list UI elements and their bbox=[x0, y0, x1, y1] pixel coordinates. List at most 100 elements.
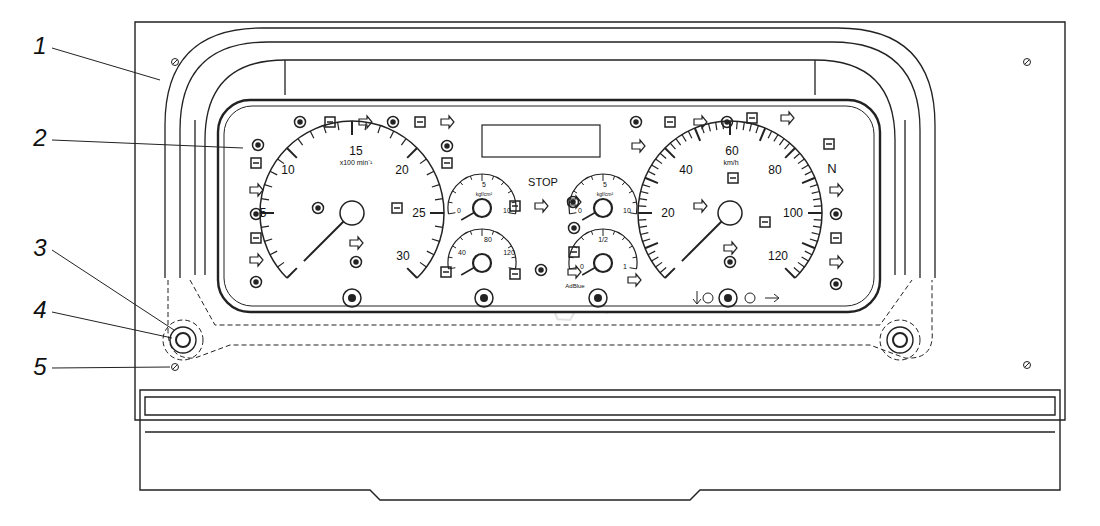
dashed-bezel bbox=[163, 280, 932, 360]
warning-lamp-icon bbox=[313, 203, 324, 214]
hole bbox=[172, 59, 179, 66]
leader-line bbox=[52, 250, 174, 330]
warning-lamp-icon bbox=[359, 116, 372, 128]
warning-lamp-icon bbox=[388, 117, 399, 128]
dial-label: x100 min⁻¹ bbox=[340, 159, 373, 166]
warning-lamp-icon bbox=[725, 257, 736, 268]
reset-knob-center bbox=[594, 294, 602, 302]
warning-lamp-icon bbox=[724, 242, 737, 254]
warning-lamp-icon bbox=[295, 117, 306, 128]
warning-lamp-icon bbox=[510, 269, 520, 279]
hole bbox=[1024, 362, 1031, 369]
warning-lamp-icon bbox=[824, 139, 834, 149]
dial-label: 5 bbox=[482, 181, 486, 188]
arrow-symbol bbox=[693, 291, 779, 304]
warning-lamp-icon bbox=[251, 233, 261, 243]
warning-lamp-icon bbox=[632, 140, 645, 152]
reset-knob-center bbox=[480, 294, 488, 302]
hole-slot bbox=[173, 365, 177, 369]
dial-label: 5 bbox=[260, 207, 267, 219]
dial-label: 0 bbox=[457, 207, 461, 214]
warning-lamp-icon bbox=[628, 274, 641, 286]
tachometer-dial bbox=[260, 121, 444, 278]
dial-label: 5 bbox=[603, 181, 607, 188]
warning-lamp-icon bbox=[253, 140, 264, 151]
warning-lamp-icon bbox=[831, 209, 842, 220]
dial-label: 25 bbox=[412, 207, 425, 219]
dial-label: 120 bbox=[503, 249, 515, 256]
speedometer-dial bbox=[638, 121, 822, 278]
warning-lamp-icon bbox=[415, 117, 425, 127]
mounting-screw bbox=[887, 327, 913, 353]
warning-lamp-icon bbox=[569, 247, 579, 257]
dial-label: 0 bbox=[578, 207, 582, 214]
dial-label: 80 bbox=[768, 164, 781, 176]
warning-lamp-icon bbox=[350, 237, 363, 249]
dial-label: km/h bbox=[723, 159, 738, 166]
warning-lamp-icon bbox=[536, 265, 547, 276]
warning-lamp-icon bbox=[442, 141, 453, 152]
dial-label: N bbox=[827, 162, 836, 175]
cluster-face bbox=[218, 100, 880, 312]
callout-number: 1 bbox=[33, 34, 46, 58]
warning-lamp-icon bbox=[569, 223, 580, 234]
dial-label: kgf/cm² bbox=[476, 192, 492, 197]
warning-lamp-icon bbox=[568, 197, 579, 208]
dial-label: 60 bbox=[725, 145, 738, 157]
hole-slot bbox=[1025, 363, 1029, 367]
cluster-face-inner bbox=[224, 106, 874, 306]
mounting-screw-head bbox=[176, 333, 190, 347]
hole-slot bbox=[173, 60, 177, 64]
dial-label: 20 bbox=[661, 207, 674, 219]
hole bbox=[1024, 59, 1031, 66]
dial-label: 10 bbox=[281, 164, 294, 176]
dial-label: 120 bbox=[768, 250, 788, 262]
leader-line bbox=[52, 367, 170, 368]
reset-knob-center bbox=[348, 294, 356, 302]
display-window bbox=[482, 125, 600, 157]
dial-label: 1 bbox=[623, 263, 627, 270]
warning-lamp-icon bbox=[325, 117, 335, 127]
reset-knob bbox=[719, 289, 737, 307]
leader-line bbox=[52, 312, 172, 338]
dial-label: 15 bbox=[349, 145, 362, 157]
mounting-screw bbox=[170, 327, 196, 353]
warning-lamp-icon bbox=[442, 158, 452, 168]
warning-lamp-icon bbox=[568, 266, 581, 278]
hole-slot bbox=[1025, 60, 1029, 64]
warning-lamp-icon bbox=[441, 116, 454, 128]
reset-knob-center bbox=[724, 294, 732, 302]
warning-lamp-icon bbox=[694, 200, 707, 212]
dial-label: 30 bbox=[396, 250, 409, 262]
dial-label: 40 bbox=[679, 164, 692, 176]
dial-label: 100 bbox=[783, 207, 803, 219]
dial-label: 80 bbox=[484, 236, 492, 243]
dial-label: AdBlue bbox=[565, 283, 584, 289]
warning-lamp-icon bbox=[631, 117, 642, 128]
reset-knob bbox=[475, 289, 493, 307]
warning-lamp-icon bbox=[250, 184, 263, 196]
indicator-ring bbox=[703, 293, 713, 303]
reset-knob bbox=[343, 289, 361, 307]
warning-lamp-icon bbox=[694, 116, 707, 128]
warning-lamp-icon bbox=[728, 173, 738, 183]
warning-lamp-icon bbox=[831, 279, 842, 290]
dial-label: 1/2 bbox=[598, 236, 608, 243]
mounting-screw-head bbox=[893, 333, 907, 347]
warning-lamp-icon bbox=[781, 112, 794, 124]
dial-label: kgf/cm² bbox=[597, 192, 613, 197]
dial-label: 10 bbox=[503, 207, 511, 214]
warning-lamp-icon bbox=[747, 113, 757, 123]
fuel-gauge bbox=[569, 229, 637, 275]
hole bbox=[172, 364, 179, 371]
warning-lamp-icon bbox=[351, 257, 362, 268]
dial-label: 40 bbox=[458, 249, 466, 256]
warning-lamp-icon bbox=[831, 233, 841, 243]
warning-lamp-icon bbox=[568, 196, 581, 208]
air-pressure-gauge bbox=[448, 174, 516, 220]
coolant-temperature-gauge bbox=[448, 229, 516, 275]
reset-knob bbox=[589, 289, 607, 307]
leader-line bbox=[52, 140, 243, 148]
